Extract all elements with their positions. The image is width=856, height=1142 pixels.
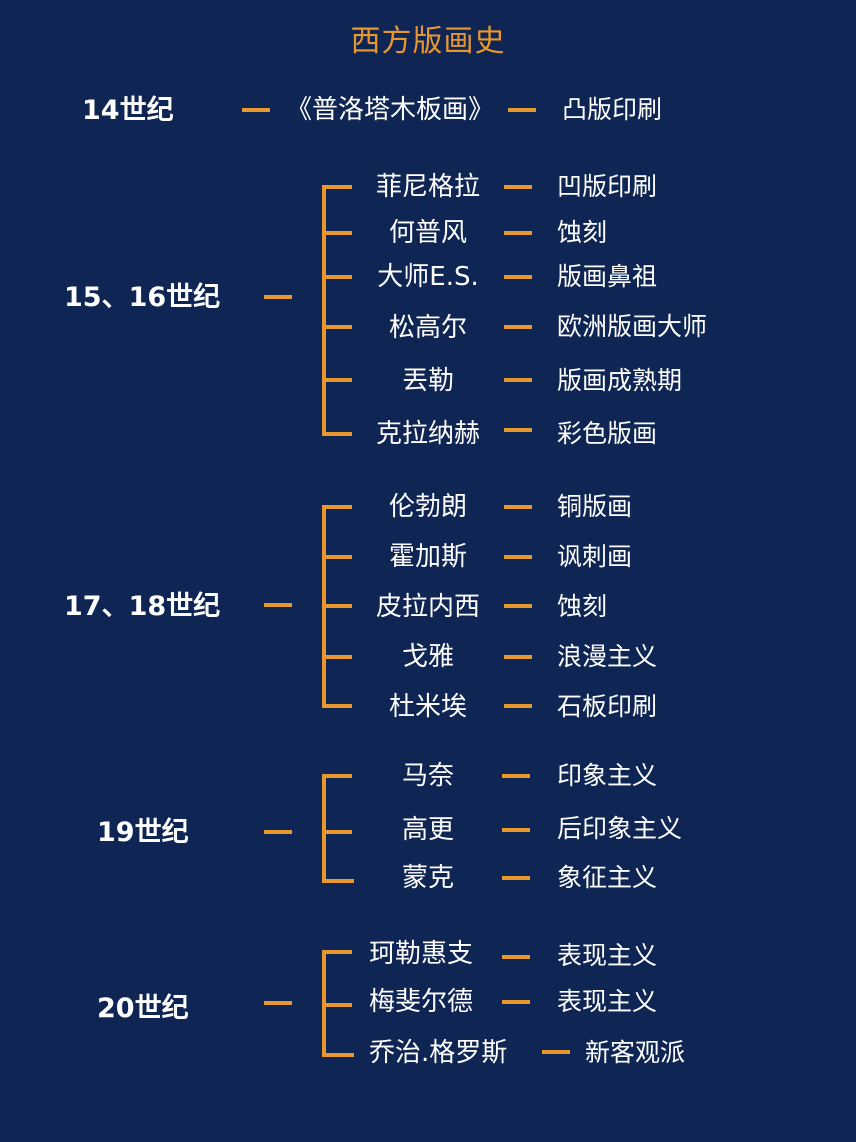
connector-dash — [264, 1001, 292, 1005]
connector-dash — [504, 185, 532, 189]
technique-label: 蚀刻 — [557, 218, 608, 247]
technique-label: 表现主义 — [557, 941, 658, 970]
diagram-title: 西方版画史 — [350, 24, 506, 59]
bracket-tick — [322, 432, 352, 436]
connector-dash — [502, 1000, 530, 1004]
technique-label: 印象主义 — [557, 761, 658, 790]
century-label: 17、18世纪 — [64, 591, 221, 622]
artist-name: 高更 — [401, 815, 454, 845]
artist-name: 何普风 — [388, 218, 467, 248]
artist-name: 菲尼格拉 — [375, 172, 480, 202]
technique-label: 铜版画 — [557, 492, 633, 521]
artist-name: 马奈 — [401, 761, 454, 791]
bracket-tick — [322, 704, 352, 708]
bracket-tick — [322, 275, 352, 279]
artist-name: 克拉纳赫 — [375, 419, 480, 449]
century-label: 15、16世纪 — [64, 282, 221, 313]
bracket-tick — [322, 604, 352, 608]
century-label: 19世纪 — [97, 817, 189, 848]
connector-dash — [542, 1050, 570, 1054]
bracket-tick — [322, 185, 352, 189]
artist-name: 戈雅 — [401, 642, 454, 672]
bracket-line — [322, 774, 326, 883]
bracket-tick — [322, 655, 352, 659]
artist-name: 霍加斯 — [388, 542, 467, 572]
technique-label: 后印象主义 — [557, 814, 683, 843]
technique-label: 石板印刷 — [557, 692, 658, 721]
technique-label: 彩色版画 — [557, 419, 658, 448]
bracket-tick — [322, 231, 352, 235]
technique-label: 表现主义 — [557, 987, 658, 1016]
connector-dash — [504, 428, 532, 432]
artist-name: 伦勃朗 — [388, 492, 467, 522]
artist-name: 松高尔 — [388, 313, 467, 343]
technique-label: 版画成熟期 — [557, 366, 683, 395]
century-label: 20世纪 — [97, 993, 189, 1024]
bracket-line — [322, 185, 326, 436]
connector-dash — [242, 108, 270, 112]
bracket-tick — [322, 774, 352, 778]
connector-dash — [508, 108, 536, 112]
technique-label: 浪漫主义 — [557, 642, 658, 671]
bracket-tick — [322, 378, 352, 382]
century-label: 14世纪 — [82, 95, 174, 126]
artist-name: 杜米埃 — [388, 692, 467, 722]
connector-dash — [504, 325, 532, 329]
connector-dash — [264, 295, 292, 299]
connector-dash — [504, 604, 532, 608]
technique-label: 蚀刻 — [557, 592, 608, 621]
technique-label: 新客观派 — [585, 1038, 686, 1067]
artist-name: 大师E.S. — [377, 262, 479, 292]
bracket-tick — [322, 830, 352, 834]
technique-label: 凸版印刷 — [562, 95, 663, 124]
connector-dash — [264, 603, 292, 607]
connector-dash — [504, 505, 532, 509]
technique-label: 欧洲版画大师 — [557, 312, 708, 341]
bracket-tick — [322, 879, 354, 883]
bracket-tick — [322, 555, 352, 559]
technique-label: 凹版印刷 — [557, 172, 658, 201]
artist-name: 梅斐尔德 — [369, 987, 474, 1017]
bracket-tick — [322, 950, 352, 954]
connector-dash — [502, 955, 530, 959]
connector-dash — [502, 876, 530, 880]
artist-name: 丟勒 — [401, 366, 454, 396]
artist-name: 蒙克 — [401, 863, 454, 893]
connector-dash — [504, 555, 532, 559]
technique-label: 版画鼻祖 — [557, 262, 658, 291]
connector-dash — [502, 774, 530, 778]
connector-dash — [504, 378, 532, 382]
bracket-tick — [322, 1053, 354, 1057]
connector-dash — [504, 655, 532, 659]
connector-dash — [504, 275, 532, 279]
artist-name: 乔治.格罗斯 — [369, 1038, 508, 1068]
connector-dash — [264, 830, 292, 834]
artist-name: 珂勒惠支 — [369, 939, 474, 969]
artist-name: 皮拉内西 — [375, 592, 480, 622]
connector-dash — [502, 828, 530, 832]
bracket-tick — [322, 505, 352, 509]
connector-dash — [504, 231, 532, 235]
technique-label: 讽刺画 — [557, 542, 633, 571]
bracket-tick — [322, 325, 352, 329]
technique-label: 象征主义 — [557, 863, 658, 892]
connector-dash — [504, 704, 532, 708]
work-name: 《普洛塔木板画》 — [286, 95, 495, 125]
bracket-tick — [322, 1003, 352, 1007]
